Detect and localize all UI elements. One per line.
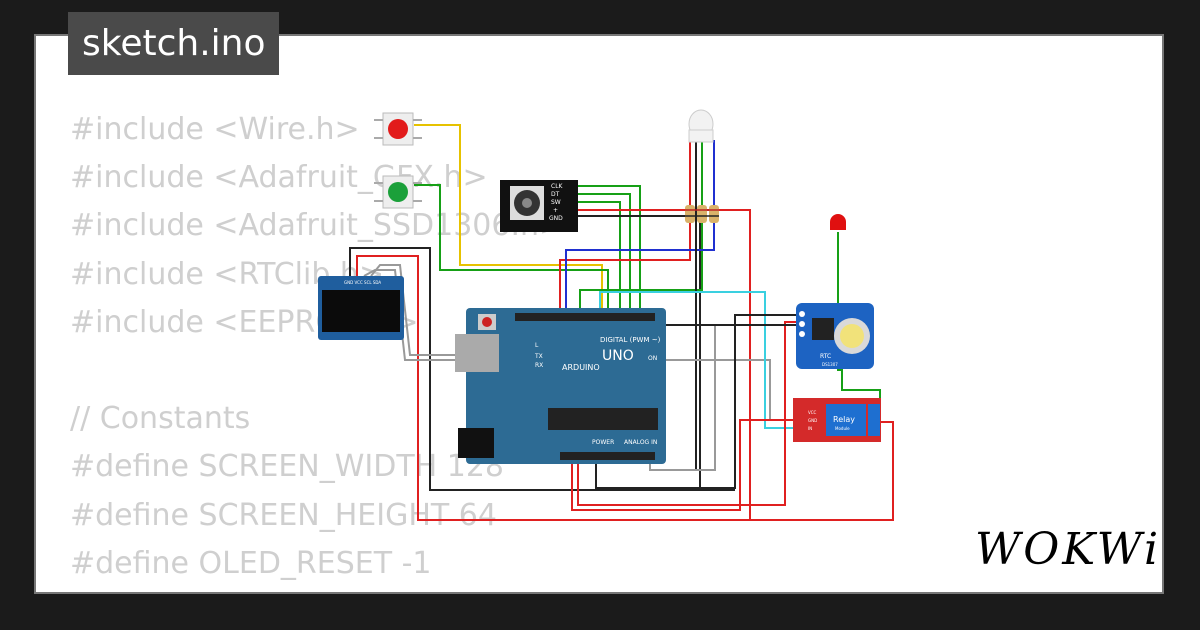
svg-text:POWER: POWER	[592, 439, 614, 446]
digital-header	[515, 313, 655, 321]
rgb-led[interactable]	[688, 109, 714, 143]
wires	[349, 124, 894, 521]
wire-button1	[414, 124, 603, 318]
svg-text:Module: Module	[835, 426, 850, 431]
svg-text:CLK: CLK	[551, 183, 564, 190]
svg-text:UNO: UNO	[602, 348, 634, 364]
svg-text:Relay: Relay	[833, 415, 855, 424]
svg-text:GND: GND	[549, 215, 563, 222]
wire-button2	[414, 184, 609, 318]
wire-encoder-vcc	[576, 209, 751, 520]
svg-text:ON: ON	[648, 355, 657, 362]
preview-card: #include <Wire.h> #include <Adafruit_GFX…	[34, 34, 1164, 594]
svg-text:VCC: VCC	[808, 410, 817, 415]
svg-text:+: +	[553, 207, 558, 214]
svg-text:DIGITAL (PWM ~): DIGITAL (PWM ~)	[600, 336, 661, 344]
code-line: #include <Wire.h>	[70, 112, 360, 147]
svg-text:L: L	[535, 342, 539, 349]
pushbutton-green[interactable]	[374, 175, 422, 209]
wire-encoder-sw	[576, 201, 621, 318]
code-line: #define OLED_RESET -1	[70, 545, 432, 581]
power-jack	[458, 428, 494, 458]
svg-text:GND VCC SCL SDA: GND VCC SCL SDA	[344, 280, 381, 285]
svg-text:DT: DT	[551, 191, 560, 198]
wokwi-logo: WOKWi	[975, 524, 1162, 575]
code-line: #define SCREEN_WIDTH 128	[70, 449, 505, 485]
svg-text:ANALOG IN: ANALOG IN	[624, 439, 657, 446]
arduino-uno[interactable]: DIGITAL (PWM ~) UNO ARDUINO ON TX RX L P…	[455, 308, 666, 464]
code-line: #define SCREEN_HEIGHT 64	[70, 497, 497, 533]
wire-led-blue	[565, 140, 715, 318]
wire-led-red	[559, 140, 691, 318]
svg-text:IN: IN	[808, 426, 812, 431]
code-background: #include <Wire.h> #include <Adafruit_GFX…	[70, 106, 566, 592]
usb-port	[455, 334, 499, 372]
rtc-module[interactable]: RTC DS1307	[796, 303, 874, 369]
power-analog-header	[560, 452, 655, 460]
code-line: // Constants	[70, 401, 251, 437]
wire-oled-gnd	[349, 247, 735, 491]
code-line: #include <RTClib.h>	[70, 256, 385, 292]
relay-module[interactable]: Relay Module VCC GND IN	[793, 398, 881, 442]
code-line: #include <Adafruit_GFX.h>	[70, 160, 488, 196]
wire-cyan	[599, 291, 800, 429]
svg-text:SW: SW	[551, 199, 561, 206]
svg-text:DS1307: DS1307	[822, 362, 838, 367]
resistors	[685, 205, 719, 223]
wire-gnd-rail	[595, 314, 800, 489]
encoder-pin-labels: CLK DT SW + GND	[549, 183, 564, 222]
svg-text:TX: TX	[534, 353, 543, 360]
wire-encoder-dt	[576, 193, 631, 318]
oled-display[interactable]: GND VCC SCL SDA	[318, 276, 404, 340]
atmega-chip	[548, 408, 658, 430]
wire-power-rail2	[571, 419, 800, 511]
wire-power-rail	[577, 321, 800, 506]
red-led[interactable]	[830, 214, 846, 230]
wire-encoder-clk	[576, 185, 641, 318]
pushbutton-red[interactable]	[374, 112, 422, 146]
rotary-encoder[interactable]: CLK DT SW + GND	[500, 180, 578, 232]
svg-text:RX: RX	[535, 362, 543, 369]
sketch-filename: sketch.ino	[68, 12, 280, 75]
svg-text:ARDUINO: ARDUINO	[562, 363, 600, 372]
reset-button[interactable]	[482, 317, 492, 327]
svg-text:GND: GND	[808, 418, 817, 423]
relay-pin-labels: VCC GND IN	[808, 410, 817, 431]
wire-oled-vcc	[356, 255, 894, 521]
svg-text:RTC: RTC	[820, 353, 831, 360]
